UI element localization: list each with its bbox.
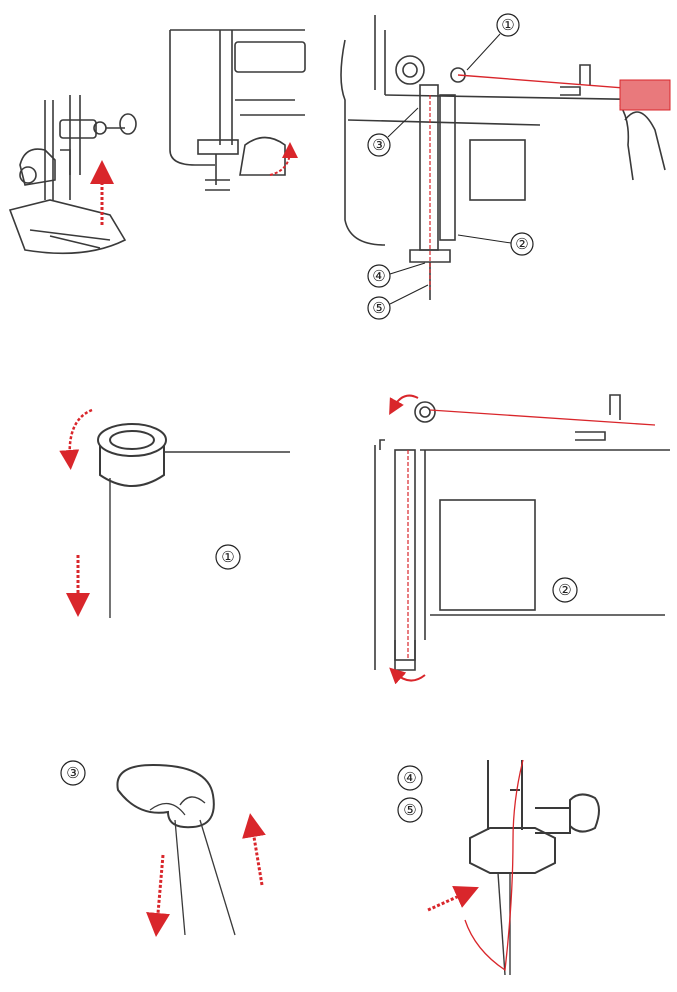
svg-text:④: ④ [403, 769, 416, 787]
callout-3-top: ③ [367, 107, 419, 157]
presser-foot-illustration [8, 95, 137, 255]
rotate-arrow-guide [59, 408, 93, 470]
svg-text:④: ④ [372, 267, 385, 285]
callout-3-bottom: ③ [60, 760, 86, 786]
svg-text:⑤: ⑤ [372, 299, 385, 317]
svg-text:②: ② [515, 235, 528, 253]
rotate-arrow-takeup [389, 394, 419, 415]
thread-hook-illustration [116, 763, 236, 936]
callout-2-mid: ② [552, 577, 578, 603]
callout-4-top: ④ [367, 262, 426, 288]
callout-2-top: ② [457, 232, 534, 256]
machine-head-illustration [169, 29, 306, 191]
thread-midright [429, 409, 656, 426]
svg-text:①: ① [501, 16, 514, 34]
callout-1-top: ① [466, 13, 520, 71]
callout-5-top: ⑤ [367, 284, 429, 320]
needle-arrow [427, 885, 479, 912]
callout-4-bottom: ④ [397, 765, 423, 791]
down-arrow-hook [146, 854, 170, 937]
svg-text:③: ③ [372, 136, 385, 154]
callout-5-bottom: ⑤ [397, 797, 423, 823]
needle-illustration [469, 760, 600, 976]
thread-top [457, 74, 651, 91]
svg-text:②: ② [558, 581, 571, 599]
spool-hand [619, 79, 671, 111]
thread-path-overview [340, 15, 671, 300]
svg-text:③: ③ [66, 764, 79, 782]
take-up-illustration [374, 394, 670, 671]
curved-arrow-head [269, 142, 298, 176]
svg-text:①: ① [221, 548, 234, 566]
thread-guide-illustration [97, 423, 290, 618]
up-arrow-hook [242, 813, 266, 886]
svg-text:⑤: ⑤ [403, 801, 416, 819]
callout-1-mid: ① [215, 544, 241, 570]
curve-arrow-bottom [389, 667, 426, 685]
needle-thread [464, 759, 524, 972]
